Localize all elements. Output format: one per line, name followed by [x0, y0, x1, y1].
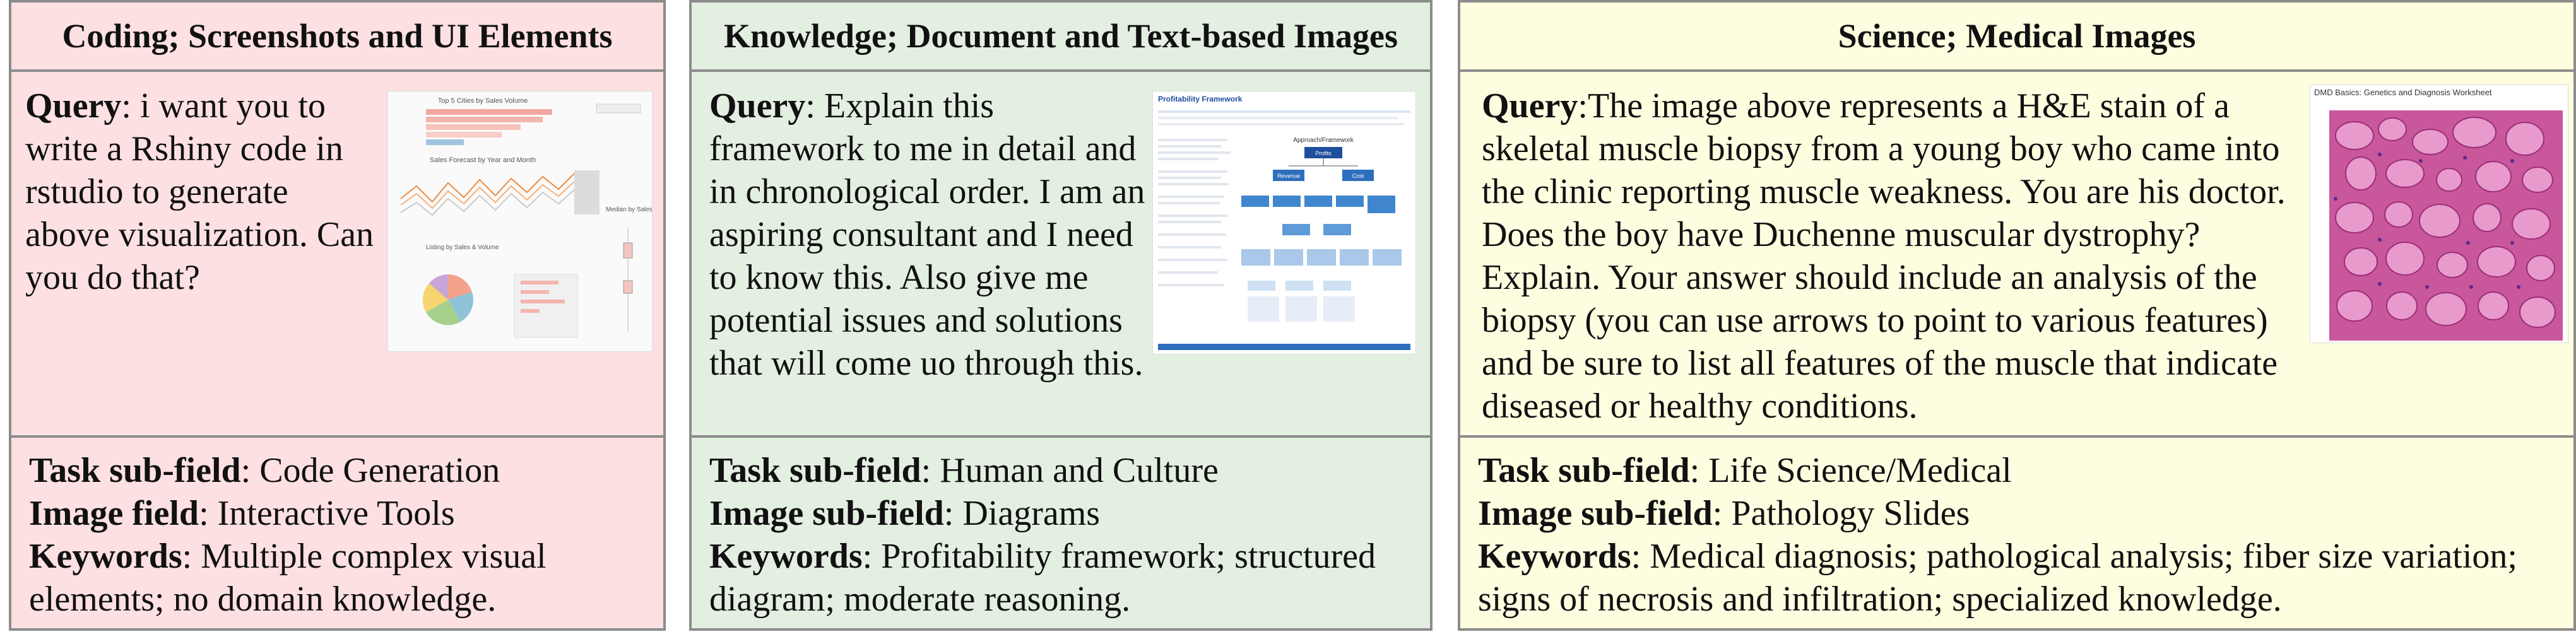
thumb-approach: Approach/Framework	[1293, 137, 1354, 144]
query-text: Query: Explain this framework to me in d…	[709, 85, 1151, 385]
meta-section: Task sub-field: Life Science/Medical Ima…	[1460, 438, 2573, 628]
task-subfield-value: : Life Science/Medical	[1689, 451, 2012, 490]
card-header: Science; Medical Images	[1460, 3, 2573, 72]
task-subfield: Task sub-field: Human and Culture	[709, 449, 1412, 492]
keywords: Keywords: Multiple complex visual elemen…	[29, 535, 646, 621]
query-section: Query:The image above represents a H&E s…	[1460, 72, 2573, 438]
query-body: :The image above represents a H&E stain …	[1482, 86, 2286, 426]
card-header: Knowledge; Document and Text-based Image…	[692, 3, 1430, 72]
card-header: Coding; Screenshots and UI Elements	[11, 3, 663, 72]
meta-section: Task sub-field: Human and Culture Image …	[692, 438, 1430, 628]
thumb-title: Top 5 Cities by Sales Volume	[438, 97, 528, 105]
thumb-title: DMD Basics: Genetics and Diagnosis Works…	[2314, 88, 2492, 97]
framework-thumbnail: Profitability Framework Approach/Framewo…	[1152, 91, 1416, 354]
card-header-text: Knowledge; Document and Text-based Image…	[723, 17, 1398, 55]
task-subfield-label: Task sub-field	[29, 451, 241, 490]
keywords: Keywords: Medical diagnosis; pathologica…	[1478, 535, 2556, 621]
image-field: Image sub-field: Diagrams	[709, 492, 1412, 535]
query-text: Query: i want you to write a Rshiny code…	[25, 85, 379, 299]
query-text: Query:The image above represents a H&E s…	[1482, 85, 2289, 428]
keywords-value: : Profitability framework; structured di…	[709, 537, 1376, 619]
task-subfield-value: : Human and Culture	[921, 451, 1219, 490]
query-section: Query: Explain this framework to me in d…	[692, 72, 1430, 438]
thumb-median: Median by Sales & Volume	[606, 206, 652, 213]
keywords-label: Keywords	[1478, 537, 1631, 576]
thumb-profit: Profits	[1315, 150, 1332, 156]
image-field-value: : Interactive Tools	[199, 494, 455, 533]
image-field: Image sub-field: Pathology Slides	[1478, 492, 2556, 535]
thumb-subtitle: Sales Forecast by Year and Month	[430, 156, 536, 164]
task-subfield-label: Task sub-field	[1478, 451, 1690, 490]
thumb-title: Profitability Framework	[1158, 95, 1243, 103]
task-subfield-label: Task sub-field	[709, 451, 921, 490]
keywords-value: : Multiple complex visual elements; no d…	[29, 537, 547, 619]
query-label: Query	[709, 86, 806, 126]
image-field-label: Image sub-field	[1478, 494, 1713, 533]
thumb-listing: Listing by Sales & Volume	[426, 244, 499, 251]
card-knowledge: Knowledge; Document and Text-based Image…	[689, 0, 1433, 631]
keywords-value: : Medical diagnosis; pathological analys…	[1478, 537, 2517, 619]
keywords: Keywords: Profitability framework; struc…	[709, 535, 1412, 621]
card-header-text: Coding; Screenshots and UI Elements	[62, 17, 613, 55]
image-field-value: : Pathology Slides	[1712, 494, 1970, 533]
keywords-label: Keywords	[29, 537, 182, 576]
image-field-value: : Diagrams	[943, 494, 1101, 533]
card-header-text: Science; Medical Images	[1838, 17, 2196, 55]
query-body: : i want you to write a Rshiny code in r…	[25, 86, 374, 297]
task-subfield: Task sub-field: Life Science/Medical	[1478, 449, 2556, 492]
card-science: Science; Medical Images Query:The image …	[1458, 0, 2576, 631]
image-field-label: Image field	[29, 494, 199, 533]
pathology-thumbnail: DMD Basics: Genetics and Diagnosis Works…	[2310, 85, 2568, 343]
meta-section: Task sub-field: Code Generation Image fi…	[11, 438, 663, 628]
query-section: Query: i want you to write a Rshiny code…	[11, 72, 663, 438]
task-subfield: Task sub-field: Code Generation	[29, 449, 646, 492]
image-field: Image field: Interactive Tools	[29, 492, 646, 535]
query-body: : Explain this framework to me in detail…	[709, 86, 1145, 383]
query-label: Query	[1482, 86, 1578, 126]
thumb-revenue: Revenue	[1277, 173, 1300, 179]
card-coding: Coding; Screenshots and UI Elements Quer…	[9, 0, 666, 631]
query-label: Query	[25, 86, 122, 126]
task-subfield-value: : Code Generation	[240, 451, 500, 490]
keywords-label: Keywords	[709, 537, 863, 576]
image-field-label: Image sub-field	[709, 494, 944, 533]
thumb-cost: Cost	[1352, 173, 1364, 179]
dashboard-thumbnail: Top 5 Cities by Sales Volume Sales Forec…	[387, 91, 653, 352]
